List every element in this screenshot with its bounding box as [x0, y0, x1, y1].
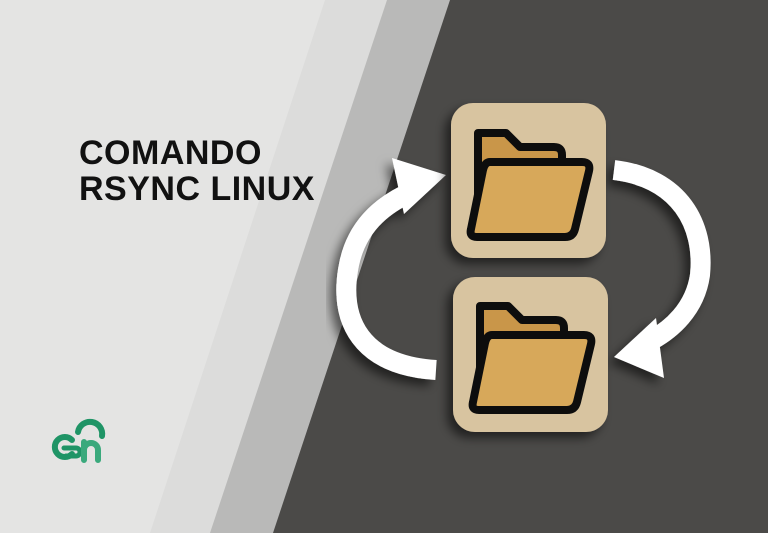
- title-line-1: COMANDO: [79, 134, 262, 172]
- title-line-2: RSYNC LINUX: [79, 170, 315, 208]
- sync-arrow-right-icon: [612, 160, 711, 378]
- folder-tile-bottom: [453, 277, 608, 432]
- folder-icon: [468, 302, 596, 414]
- page-title: COMANDO RSYNC LINUX: [79, 135, 315, 207]
- folder-tile-top: [451, 103, 606, 258]
- sync-arrow-left-icon: [336, 158, 446, 380]
- gh-logo-icon: [51, 418, 106, 463]
- folder-icon: [466, 129, 594, 241]
